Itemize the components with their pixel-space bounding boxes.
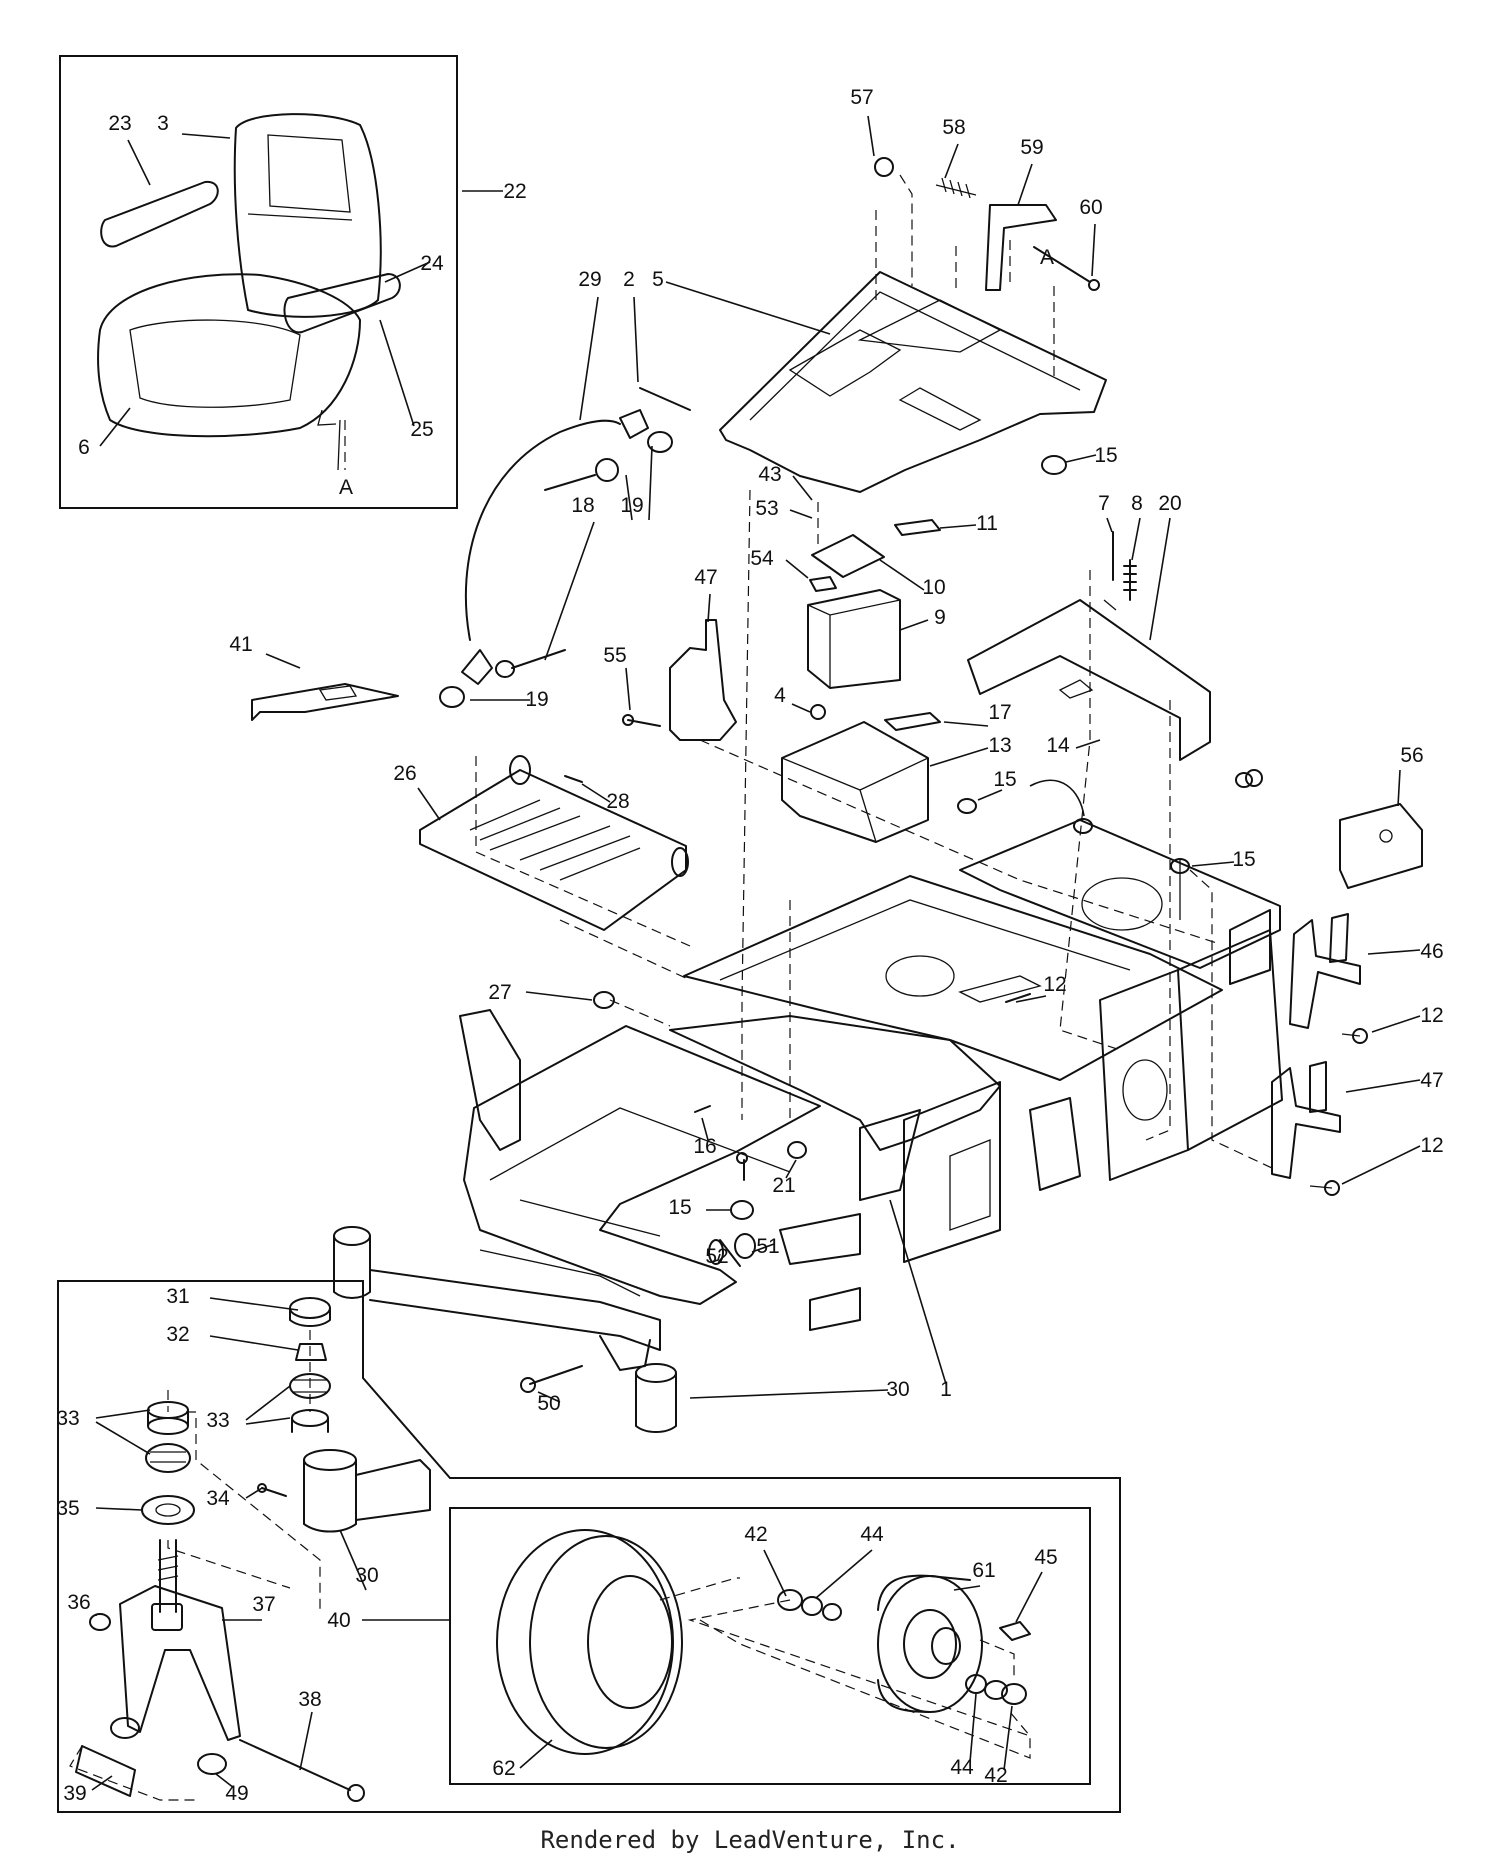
bracket-41	[251, 683, 399, 721]
callout-c59: 59	[1020, 136, 1043, 159]
leader-lines	[91, 115, 1421, 1791]
callout-c4: 4	[774, 684, 786, 707]
callout-c44b: 44	[950, 1756, 974, 1779]
callout-c7: 7	[1098, 492, 1110, 515]
callout-c19b: 19	[525, 688, 548, 711]
seat-switch	[874, 157, 1100, 291]
callout-c2: 2	[623, 268, 635, 291]
callout-c42a: 42	[744, 1523, 767, 1546]
callout-c23: 23	[108, 112, 131, 135]
callout-c28: 28	[606, 790, 629, 813]
caster-inset	[57, 1280, 1121, 1813]
callout-c12a: 12	[1043, 973, 1066, 996]
footer-credit: Rendered by LeadVenture, Inc.	[540, 1826, 960, 1854]
callout-c25: 25	[410, 418, 433, 441]
callout-c46: 46	[1420, 940, 1443, 963]
callout-c11: 11	[976, 512, 998, 535]
callout-c20: 20	[1158, 492, 1181, 515]
callout-cA1: A	[339, 476, 353, 499]
callout-c15a: 15	[1094, 444, 1117, 467]
callout-c56: 56	[1400, 744, 1423, 767]
callout-c24: 24	[420, 252, 444, 275]
callout-c49: 49	[225, 1782, 248, 1805]
main-frame	[459, 819, 1283, 1331]
callout-c1: 1	[940, 1378, 952, 1401]
callout-c47a: 47	[694, 566, 717, 589]
callout-c26: 26	[393, 762, 416, 785]
callout-c12c: 12	[1420, 1134, 1443, 1157]
callout-c27: 27	[488, 981, 511, 1004]
callout-c17: 17	[988, 701, 1011, 724]
bolt-2	[639, 387, 691, 411]
right-brackets	[1271, 913, 1368, 1196]
callout-c22: 22	[503, 180, 526, 203]
callout-c61: 61	[972, 1559, 995, 1582]
callout-c18: 18	[571, 494, 594, 517]
callout-c40: 40	[327, 1609, 350, 1632]
callout-c10: 10	[922, 576, 945, 599]
seat-inset	[59, 55, 458, 509]
callout-c8: 8	[1131, 492, 1143, 515]
callout-c36: 36	[67, 1591, 90, 1614]
frame-fasteners	[593, 772, 1253, 1265]
battery-cable	[439, 409, 673, 708]
callout-c58: 58	[942, 116, 965, 139]
callout-c42b: 42	[984, 1764, 1007, 1787]
callout-c38: 38	[298, 1688, 321, 1711]
bracket-47-upper	[669, 619, 737, 741]
callout-c14: 14	[1046, 734, 1070, 757]
callout-c15c: 15	[1232, 848, 1255, 871]
callout-c62: 62	[492, 1757, 515, 1780]
callout-c31: 31	[166, 1285, 189, 1308]
callout-c30b: 30	[355, 1564, 378, 1587]
nut-15	[1041, 455, 1067, 475]
callout-c13: 13	[988, 734, 1011, 757]
battery-group	[781, 519, 941, 843]
body-pan	[719, 271, 1107, 493]
callout-c57: 57	[850, 86, 873, 109]
callout-c32: 32	[166, 1323, 189, 1346]
callout-c54: 54	[750, 547, 774, 570]
callout-c21: 21	[772, 1174, 795, 1197]
callout-c12b: 12	[1420, 1004, 1443, 1027]
callout-c5: 5	[652, 268, 664, 291]
callout-c35: 35	[56, 1497, 79, 1520]
callout-c15d: 15	[668, 1196, 691, 1219]
front-axle	[333, 1226, 677, 1433]
callout-c39: 39	[63, 1782, 86, 1805]
callout-c55: 55	[603, 644, 626, 667]
callout-c52: 52	[705, 1245, 728, 1268]
callout-c15b: 15	[993, 768, 1016, 791]
footrest-plate	[419, 755, 689, 931]
bracket-56	[1339, 803, 1423, 889]
callout-c51: 51	[756, 1235, 779, 1258]
callout-c33a: 33	[56, 1407, 79, 1430]
callout-cA2: A	[1040, 246, 1054, 269]
callout-c29: 29	[578, 268, 601, 291]
callout-c50: 50	[537, 1392, 560, 1415]
callout-c41: 41	[229, 633, 252, 656]
callout-c6: 6	[78, 436, 90, 459]
seat-support	[967, 531, 1263, 787]
callout-c53: 53	[755, 497, 778, 520]
screw-28	[564, 775, 583, 783]
assembly-lines	[69, 174, 1273, 1801]
callout-c37: 37	[252, 1593, 275, 1616]
callout-c47b: 47	[1420, 1069, 1443, 1092]
callout-c9: 9	[934, 606, 946, 629]
callout-c19a: 19	[620, 494, 643, 517]
callout-c34: 34	[206, 1487, 230, 1510]
callout-c43: 43	[758, 463, 781, 486]
callout-c3: 3	[157, 112, 169, 135]
callout-c16: 16	[693, 1135, 716, 1158]
callout-c45: 45	[1034, 1546, 1057, 1569]
callout-c33b: 33	[206, 1409, 229, 1432]
callout-c30a: 30	[886, 1378, 909, 1401]
callout-c60: 60	[1079, 196, 1102, 219]
callout-c44a: 44	[860, 1523, 884, 1546]
